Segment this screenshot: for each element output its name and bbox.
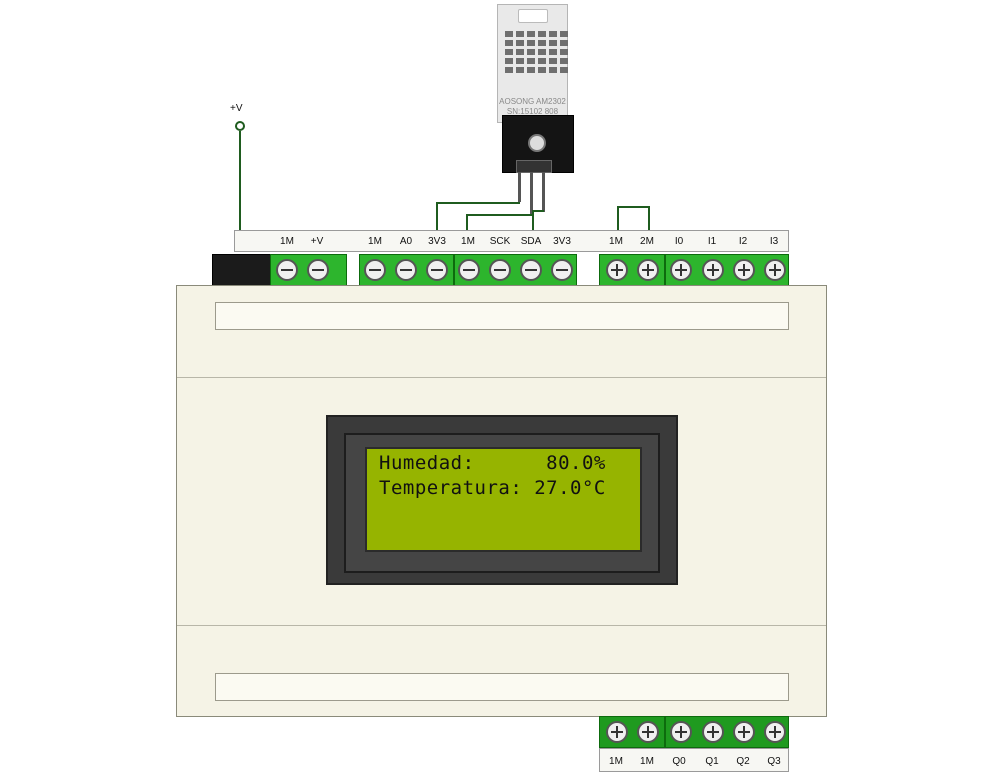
terminal-screw[interactable] [426, 259, 448, 281]
pin-label: +V [310, 236, 324, 247]
pin-label: 3V3 [553, 236, 571, 247]
pin-label: 1M [640, 756, 654, 767]
power-jack[interactable] [212, 254, 272, 286]
pin-label: I0 [674, 236, 684, 247]
pin-label: 1M [609, 236, 623, 247]
terminal-block-outputs-common [599, 716, 665, 748]
lcd-row-temperature: Temperatura: 27.0°C [379, 477, 606, 499]
terminal-screw[interactable] [733, 721, 755, 743]
pin-label: I1 [707, 236, 717, 247]
lcd-row-humidity: Humedad: 80.0% [379, 452, 606, 474]
top-label-slot [215, 302, 789, 330]
mount-hole-icon [528, 134, 546, 152]
terminal-screw[interactable] [702, 721, 724, 743]
pin-label: 1M [368, 236, 382, 247]
terminal-screw[interactable] [637, 721, 659, 743]
terminal-screw[interactable] [458, 259, 480, 281]
pin-label: Q0 [672, 756, 686, 767]
pin-label: Q3 [767, 756, 781, 767]
terminal-screw[interactable] [276, 259, 298, 281]
pin-label: A0 [399, 236, 413, 247]
pin-label: 1M [609, 756, 623, 767]
wire-vcc [436, 202, 438, 230]
pin-label: 1M [280, 236, 294, 247]
terminal-screw[interactable] [489, 259, 511, 281]
pin-label: SCK [489, 236, 511, 247]
terminal-screw[interactable] [733, 259, 755, 281]
terminal-screw[interactable] [606, 259, 628, 281]
pin-label: 3V3 [428, 236, 446, 247]
jumper-wire [617, 206, 650, 208]
lcd-display: Humedad: 80.0% Temperatura: 27.0°C [365, 447, 642, 552]
sensor-vent-grid [505, 31, 568, 73]
pin-label: Q2 [736, 756, 750, 767]
sensor-tab [518, 9, 548, 23]
dht-sensor[interactable]: AOSONG AM2302 SN:15102 808 [497, 4, 568, 123]
terminal-screw[interactable] [520, 259, 542, 281]
pin-label: SDA [520, 236, 542, 247]
terminal-block-common [599, 254, 665, 286]
sensor-pin [542, 172, 545, 212]
pin-label: 2M [640, 236, 654, 247]
terminal-block-analog [359, 254, 454, 286]
wire-vcc [436, 202, 520, 204]
bottom-label-strip [599, 748, 789, 772]
power-label: +V [230, 103, 243, 114]
sensor-pin [530, 172, 533, 216]
terminal-block-inputs [665, 254, 789, 286]
pin-label: I2 [738, 236, 748, 247]
case-divider [177, 625, 826, 626]
terminal-screw[interactable] [764, 721, 786, 743]
bottom-label-slot [215, 673, 789, 701]
sensor-serial-text: SN:15102 808 [506, 107, 559, 116]
sensor-board [502, 115, 574, 173]
power-node[interactable] [235, 121, 245, 131]
jumper-wire [617, 206, 619, 230]
terminal-screw[interactable] [395, 259, 417, 281]
terminal-screw[interactable] [702, 259, 724, 281]
terminal-screw[interactable] [307, 259, 329, 281]
wire-gnd [466, 214, 532, 216]
terminal-screw[interactable] [364, 259, 386, 281]
pin-label: Q1 [705, 756, 719, 767]
jumper-wire [648, 206, 650, 230]
wire-data [532, 210, 544, 212]
terminal-block-i2c [454, 254, 577, 286]
terminal-block-power [270, 254, 347, 286]
case-divider [177, 377, 826, 378]
sensor-pin [518, 172, 521, 202]
sensor-model-text: AOSONG AM2302 [499, 97, 566, 106]
sensor-header [516, 160, 552, 173]
wire-gnd [466, 214, 468, 230]
terminal-screw[interactable] [551, 259, 573, 281]
top-label-strip [234, 230, 789, 252]
terminal-screw[interactable] [637, 259, 659, 281]
pin-label: I3 [769, 236, 779, 247]
terminal-block-outputs [665, 716, 789, 748]
pin-label: 1M [461, 236, 475, 247]
power-wire [239, 131, 241, 230]
terminal-screw[interactable] [606, 721, 628, 743]
terminal-screw[interactable] [670, 721, 692, 743]
terminal-screw[interactable] [670, 259, 692, 281]
terminal-screw[interactable] [764, 259, 786, 281]
wire-data [532, 210, 534, 230]
